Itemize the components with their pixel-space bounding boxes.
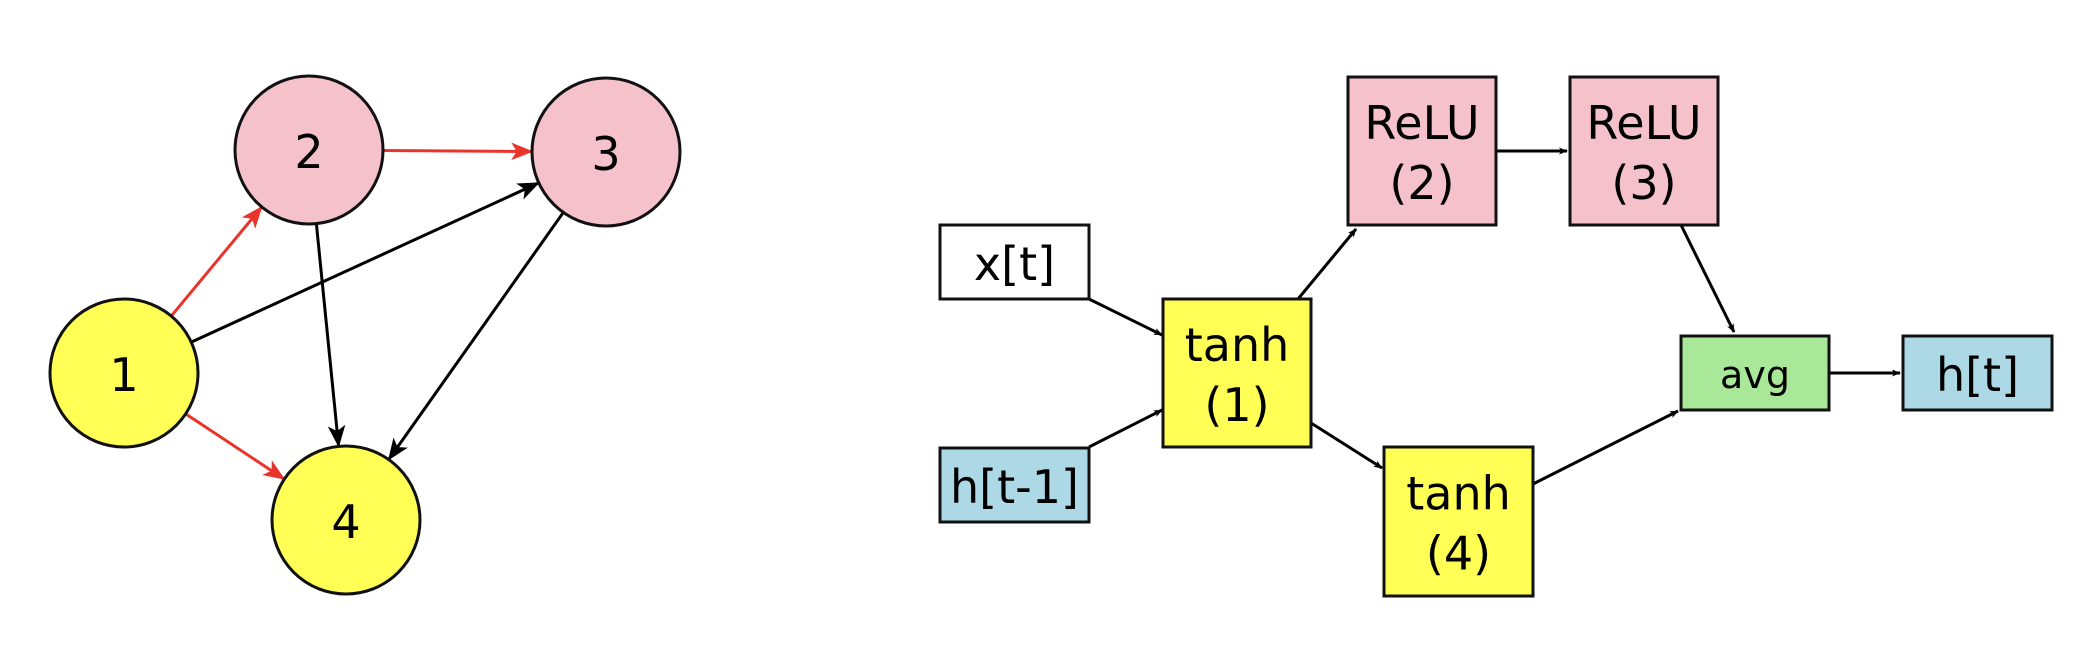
- cell-node-box: [1346, 75, 1498, 227]
- graph-nodes: 1 2 3 4: [48, 74, 682, 596]
- cell-node-box: [1382, 445, 1535, 598]
- cell-node-ht1: h[t-1]: [938, 446, 1091, 524]
- cell-node-label: (4): [1426, 527, 1491, 581]
- graph-node-circle: [233, 74, 385, 226]
- cell-node-tanh4: tanh (4): [1382, 445, 1535, 598]
- graph-edge-1-4: [184, 412, 286, 480]
- cell-node-box: [938, 223, 1091, 301]
- cell-node-label: tanh: [1185, 318, 1290, 372]
- cell-edge-ht1-tanh1: [1088, 408, 1163, 449]
- cell-node-xt: x[t]: [938, 223, 1091, 301]
- cell-edge-xt-tanh1: [1088, 297, 1163, 337]
- cell-node-label: (3): [1611, 156, 1676, 210]
- cell-edge-tanh4-avg: [1532, 409, 1679, 486]
- cell-edge-relu3-avg: [1679, 224, 1736, 333]
- cell-node-relu2: ReLU (2): [1346, 75, 1498, 227]
- cell-node-box: [938, 446, 1091, 524]
- cell-node-label: h[t-1]: [950, 460, 1079, 514]
- cell-edge-tanh1-tanh4: [1310, 421, 1383, 470]
- cell-nodes: x[t] h[t-1] tanh (1) ReLU (2) ReLU (3) tanh (4) av…: [938, 75, 2054, 598]
- cell-node-tanh1: tanh (1): [1161, 297, 1313, 449]
- cell-node-ht: h[t]: [1901, 334, 2054, 412]
- graph-edge-1-2: [170, 206, 263, 318]
- graph-node-label: 4: [331, 495, 360, 549]
- cell-node-box: [1161, 297, 1313, 449]
- cell-node-label: tanh: [1406, 467, 1511, 521]
- cell-edge-tanh1-relu2: [1296, 228, 1358, 300]
- cell-node-relu3: ReLU (3): [1568, 75, 1720, 227]
- graph-node-label: 2: [294, 125, 323, 179]
- graph-edges: [170, 142, 565, 480]
- cell-edges: [1088, 147, 1901, 486]
- cell-panel: x[t] h[t-1] tanh (1) ReLU (2) ReLU (3) tanh (4) av…: [938, 75, 2054, 598]
- graph-panel: 1 2 3 4: [48, 74, 682, 596]
- graph-node-label: 1: [109, 348, 138, 402]
- cell-node-label: avg: [1720, 353, 1790, 397]
- cell-node-label: ReLU: [1364, 96, 1479, 150]
- graph-edge-1-3: [190, 181, 540, 344]
- graph-node-1: 1: [48, 297, 200, 449]
- cell-node-box: [1679, 334, 1831, 412]
- graph-edge-2-4: [314, 223, 346, 448]
- cell-node-label: (2): [1389, 156, 1454, 210]
- graph-node-circle: [270, 444, 422, 596]
- graph-node-3: 3: [530, 76, 682, 228]
- graph-edge-2-3: [382, 142, 534, 161]
- cell-node-box: [1901, 334, 2054, 412]
- cell-node-box: [1568, 75, 1720, 227]
- graph-node-4: 4: [270, 444, 422, 596]
- graph-node-2: 2: [233, 74, 385, 226]
- cell-node-label: ReLU: [1586, 96, 1701, 150]
- graph-node-circle: [530, 76, 682, 228]
- cell-node-avg: avg: [1679, 334, 1831, 412]
- cell-node-label: x[t]: [974, 237, 1055, 291]
- graph-edge-3-4: [388, 211, 565, 461]
- cell-node-label: h[t]: [1936, 348, 2019, 402]
- graph-node-label: 3: [591, 127, 620, 181]
- cell-node-label: (1): [1204, 378, 1269, 432]
- graph-node-circle: [48, 297, 200, 449]
